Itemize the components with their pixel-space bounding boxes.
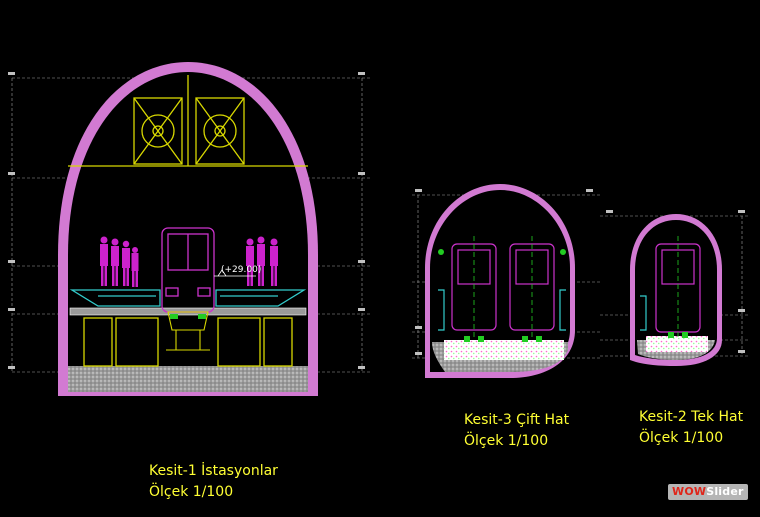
- station-invert-slab: [68, 366, 308, 392]
- station-support-columns: [83, 317, 293, 367]
- double-ballast: [444, 340, 564, 360]
- station-elevation-marker: [214, 269, 256, 277]
- caption-single-track-title: Kesit-2 Tek Hat: [639, 409, 744, 425]
- station-train-front: [161, 227, 215, 313]
- double-trains: [451, 243, 555, 331]
- section-single-track: [630, 214, 722, 366]
- station-rail-left: [170, 314, 178, 319]
- station-passenger-figures: [100, 236, 278, 287]
- station-platforms: [69, 289, 307, 307]
- caption-single-track-scale: Ölçek 1/100: [639, 430, 724, 446]
- station-elevation-note: (+29.00): [221, 265, 261, 275]
- caption-station-scale: Ölçek 1/100: [149, 484, 234, 500]
- caption-station: Kesit-1 İstasyonlar Ölçek 1/100: [149, 461, 278, 503]
- caption-double-track-scale: Ölçek 1/100: [464, 433, 549, 449]
- level-markers: [8, 72, 745, 369]
- caption-single-track: Kesit-2 Tek Hat Ölçek 1/100: [639, 407, 743, 449]
- station-fan-units: [68, 75, 308, 167]
- single-walkway: [640, 295, 647, 331]
- watermark-part2: Slider: [706, 485, 744, 498]
- single-ballast: [646, 336, 708, 352]
- section-station: (+29.00): [58, 62, 318, 396]
- caption-double-track-title: Kesit-3 Çift Hat: [464, 412, 570, 428]
- station-bogie-rails: [166, 311, 210, 351]
- station-rail-right: [198, 314, 206, 319]
- caption-station-title: Kesit-1 İstasyonlar: [149, 463, 278, 479]
- section-double-track: [425, 184, 575, 378]
- watermark-part1: WOW: [672, 485, 707, 498]
- watermark-logo[interactable]: WOWSlider: [668, 484, 748, 500]
- double-centrelines: [473, 236, 533, 340]
- caption-double-track: Kesit-3 Çift Hat Ölçek 1/100: [464, 410, 569, 452]
- double-walkways: [438, 289, 566, 331]
